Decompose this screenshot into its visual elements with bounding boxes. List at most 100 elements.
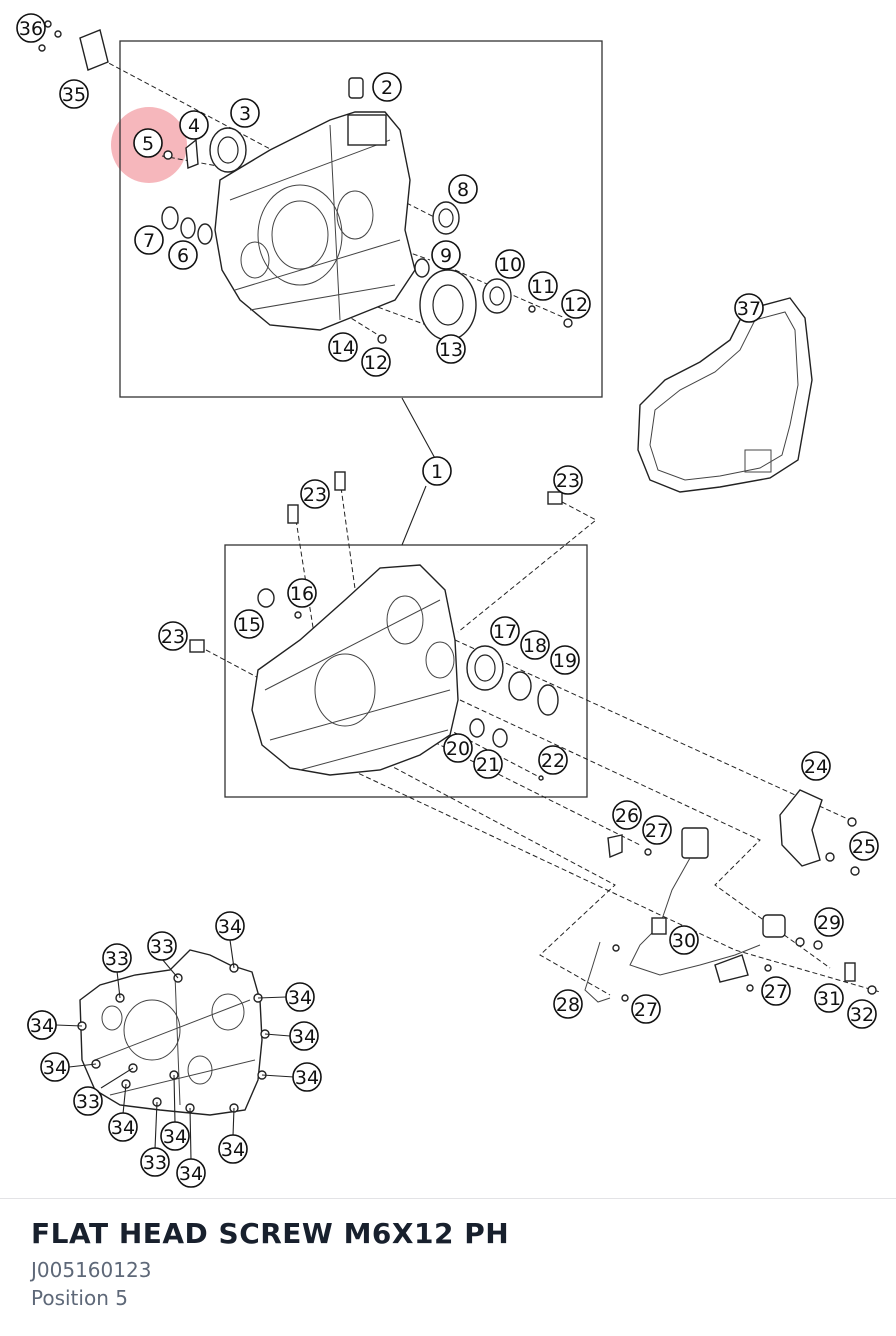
callout-32[interactable]: 32 — [847, 999, 877, 1029]
callout-number: 9 — [440, 245, 452, 267]
callout-17[interactable]: 17 — [490, 616, 520, 646]
callout-circle — [814, 983, 844, 1013]
callout-34[interactable]: 34 — [218, 1134, 248, 1164]
callout-number: 33 — [150, 936, 174, 958]
callout-34[interactable]: 34 — [285, 982, 315, 1012]
callout-number: 30 — [672, 930, 696, 952]
callout-number: 23 — [161, 626, 185, 648]
callout-6[interactable]: 6 — [168, 240, 198, 270]
callout-circle — [642, 815, 672, 845]
callout-1[interactable]: 1 — [422, 456, 452, 486]
callout-3[interactable]: 3 — [230, 98, 260, 128]
callout-circle — [108, 1112, 138, 1142]
callout-14[interactable]: 14 — [328, 332, 358, 362]
callout-25[interactable]: 25 — [849, 831, 879, 861]
callout-8[interactable]: 8 — [448, 174, 478, 204]
callout-21[interactable]: 21 — [473, 749, 503, 779]
callout-circle — [140, 1147, 170, 1177]
callout-number: 20 — [446, 738, 470, 760]
callout-16[interactable]: 16 — [287, 578, 317, 608]
callout-15[interactable]: 15 — [234, 609, 264, 639]
callout-10[interactable]: 10 — [495, 249, 525, 279]
callout-23[interactable]: 23 — [158, 621, 188, 651]
callout-circle — [372, 72, 402, 102]
crankcase-screw-locations-view — [77, 949, 270, 1116]
callout-2[interactable]: 2 — [372, 72, 402, 102]
callout-number: 18 — [523, 635, 547, 657]
callout-34[interactable]: 34 — [160, 1121, 190, 1151]
callout-33[interactable]: 33 — [140, 1147, 170, 1177]
callout-9[interactable]: 9 — [431, 240, 461, 270]
callout-number: 21 — [476, 754, 500, 776]
callout-circle — [59, 79, 89, 109]
callout-34[interactable]: 34 — [40, 1052, 70, 1082]
callout-number: 14 — [331, 337, 355, 359]
callout-circle — [73, 1086, 103, 1116]
callout-number: 29 — [817, 912, 841, 934]
callout-circle — [147, 931, 177, 961]
callout-18[interactable]: 18 — [520, 630, 550, 660]
callout-circle — [422, 456, 452, 486]
callout-27[interactable]: 27 — [631, 994, 661, 1024]
callout-34[interactable]: 34 — [292, 1062, 322, 1092]
callout-35[interactable]: 35 — [59, 79, 89, 109]
callout-number: 3 — [239, 103, 251, 125]
callout-number: 27 — [634, 999, 658, 1021]
callout-circle — [16, 13, 46, 43]
callout-circle — [168, 240, 198, 270]
callout-26[interactable]: 26 — [612, 800, 642, 830]
callout-13[interactable]: 13 — [436, 334, 466, 364]
sensor-and-cover-parts — [584, 789, 877, 1003]
callout-27[interactable]: 27 — [761, 976, 791, 1006]
callout-31[interactable]: 31 — [814, 983, 844, 1013]
callout-12[interactable]: 12 — [361, 347, 391, 377]
callout-33[interactable]: 33 — [147, 931, 177, 961]
callout-number: 27 — [645, 820, 669, 842]
callout-5[interactable]: 5 — [133, 128, 163, 158]
callout-circle — [495, 249, 525, 279]
callout-34[interactable]: 34 — [176, 1158, 206, 1188]
callout-23[interactable]: 23 — [300, 479, 330, 509]
callout-number: 34 — [43, 1057, 67, 1079]
callout-7[interactable]: 7 — [134, 225, 164, 255]
callout-34[interactable]: 34 — [108, 1112, 138, 1142]
callout-28[interactable]: 28 — [553, 989, 583, 1019]
callout-36[interactable]: 36 — [16, 13, 46, 43]
callout-number: 33 — [76, 1091, 100, 1113]
callout-circle — [431, 240, 461, 270]
callout-number: 4 — [188, 115, 200, 137]
callout-circle — [102, 943, 132, 973]
callout-23[interactable]: 23 — [553, 465, 583, 495]
callout-34[interactable]: 34 — [215, 911, 245, 941]
callout-19[interactable]: 19 — [550, 645, 580, 675]
callout-circle — [285, 982, 315, 1012]
callout-12[interactable]: 12 — [561, 289, 591, 319]
part-title: FLAT HEAD SCREW M6X12 PH — [31, 1217, 510, 1250]
callout-number: 24 — [804, 756, 828, 778]
lower-crankcase-frame — [224, 544, 588, 798]
callout-circle — [179, 110, 209, 140]
callout-number: 2 — [381, 77, 393, 99]
callout-number: 12 — [364, 352, 388, 374]
callout-4[interactable]: 4 — [179, 110, 209, 140]
callout-number: 34 — [295, 1067, 319, 1089]
callout-34[interactable]: 34 — [289, 1021, 319, 1051]
callout-11[interactable]: 11 — [528, 271, 558, 301]
callout-24[interactable]: 24 — [801, 751, 831, 781]
callout-number: 34 — [30, 1015, 54, 1037]
callout-33[interactable]: 33 — [102, 943, 132, 973]
callout-30[interactable]: 30 — [669, 925, 699, 955]
bottom-leader-lines — [55, 939, 295, 1161]
callout-27[interactable]: 27 — [642, 815, 672, 845]
leader-lines — [87, 51, 881, 996]
callout-37[interactable]: 37 — [734, 293, 764, 323]
lower-crankcase-half — [189, 471, 563, 781]
callout-20[interactable]: 20 — [443, 733, 473, 763]
callout-33[interactable]: 33 — [73, 1086, 103, 1116]
callout-29[interactable]: 29 — [814, 907, 844, 937]
callout-circle — [849, 831, 879, 861]
callout-22[interactable]: 22 — [538, 745, 568, 775]
callout-34[interactable]: 34 — [27, 1010, 57, 1040]
callout-number: 27 — [764, 981, 788, 1003]
